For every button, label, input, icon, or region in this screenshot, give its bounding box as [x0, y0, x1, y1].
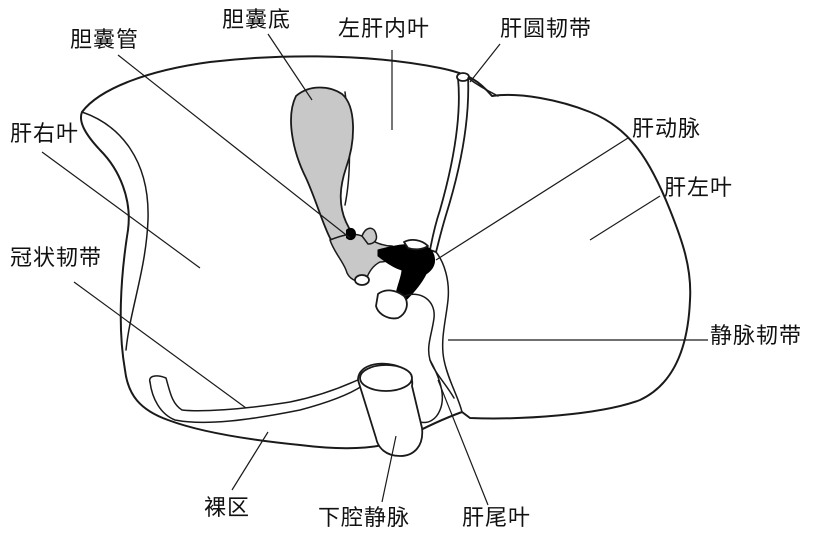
- common-bile-duct: [376, 290, 407, 318]
- leader-coronary-ligament: [74, 282, 246, 408]
- leader-caudate-lobe: [438, 380, 488, 505]
- label-caudate-lobe: 肝尾叶: [462, 506, 531, 532]
- label-coronary-ligament: 冠状韧带: [10, 246, 102, 272]
- leader-gallbladder-fundus: [268, 34, 312, 100]
- round-ligament-end: [457, 73, 469, 81]
- gallbladder: [291, 88, 354, 249]
- venous-ligament-groove: [436, 252, 462, 412]
- coronary-ligament-strip-inner: [150, 382, 362, 422]
- label-bare-area: 裸区: [204, 496, 250, 522]
- leader-left-lobe: [590, 196, 660, 240]
- label-venous-ligament: 静脉韧带: [710, 324, 802, 350]
- label-round-ligament: 肝圆韧带: [500, 17, 592, 43]
- round-ligament: [430, 76, 468, 252]
- leader-round-ligament: [470, 44, 500, 82]
- label-hepatic-artery: 肝动脉: [632, 117, 701, 143]
- right-lobe-boundary: [82, 112, 148, 350]
- label-inferior-vena-cava: 下腔静脉: [318, 506, 410, 532]
- hepatic-duct-opening: [355, 275, 369, 285]
- coronary-ligament-strip: [150, 376, 362, 411]
- bile-duct-black: [346, 228, 356, 240]
- leader-hepatic-artery: [436, 138, 628, 260]
- caudate-lobe-lower: [420, 360, 442, 423]
- label-gallbladder-duct: 胆囊管: [70, 28, 139, 54]
- leader-bare-area: [232, 432, 268, 490]
- ivc-top: [360, 365, 412, 391]
- label-right-lobe: 肝右叶: [10, 122, 79, 148]
- portal-vein-white: [404, 240, 428, 249]
- label-left-medial-lobe: 左肝内叶: [338, 17, 430, 43]
- label-gallbladder-fundus: 胆囊底: [222, 8, 291, 34]
- label-left-lobe: 肝左叶: [664, 176, 733, 202]
